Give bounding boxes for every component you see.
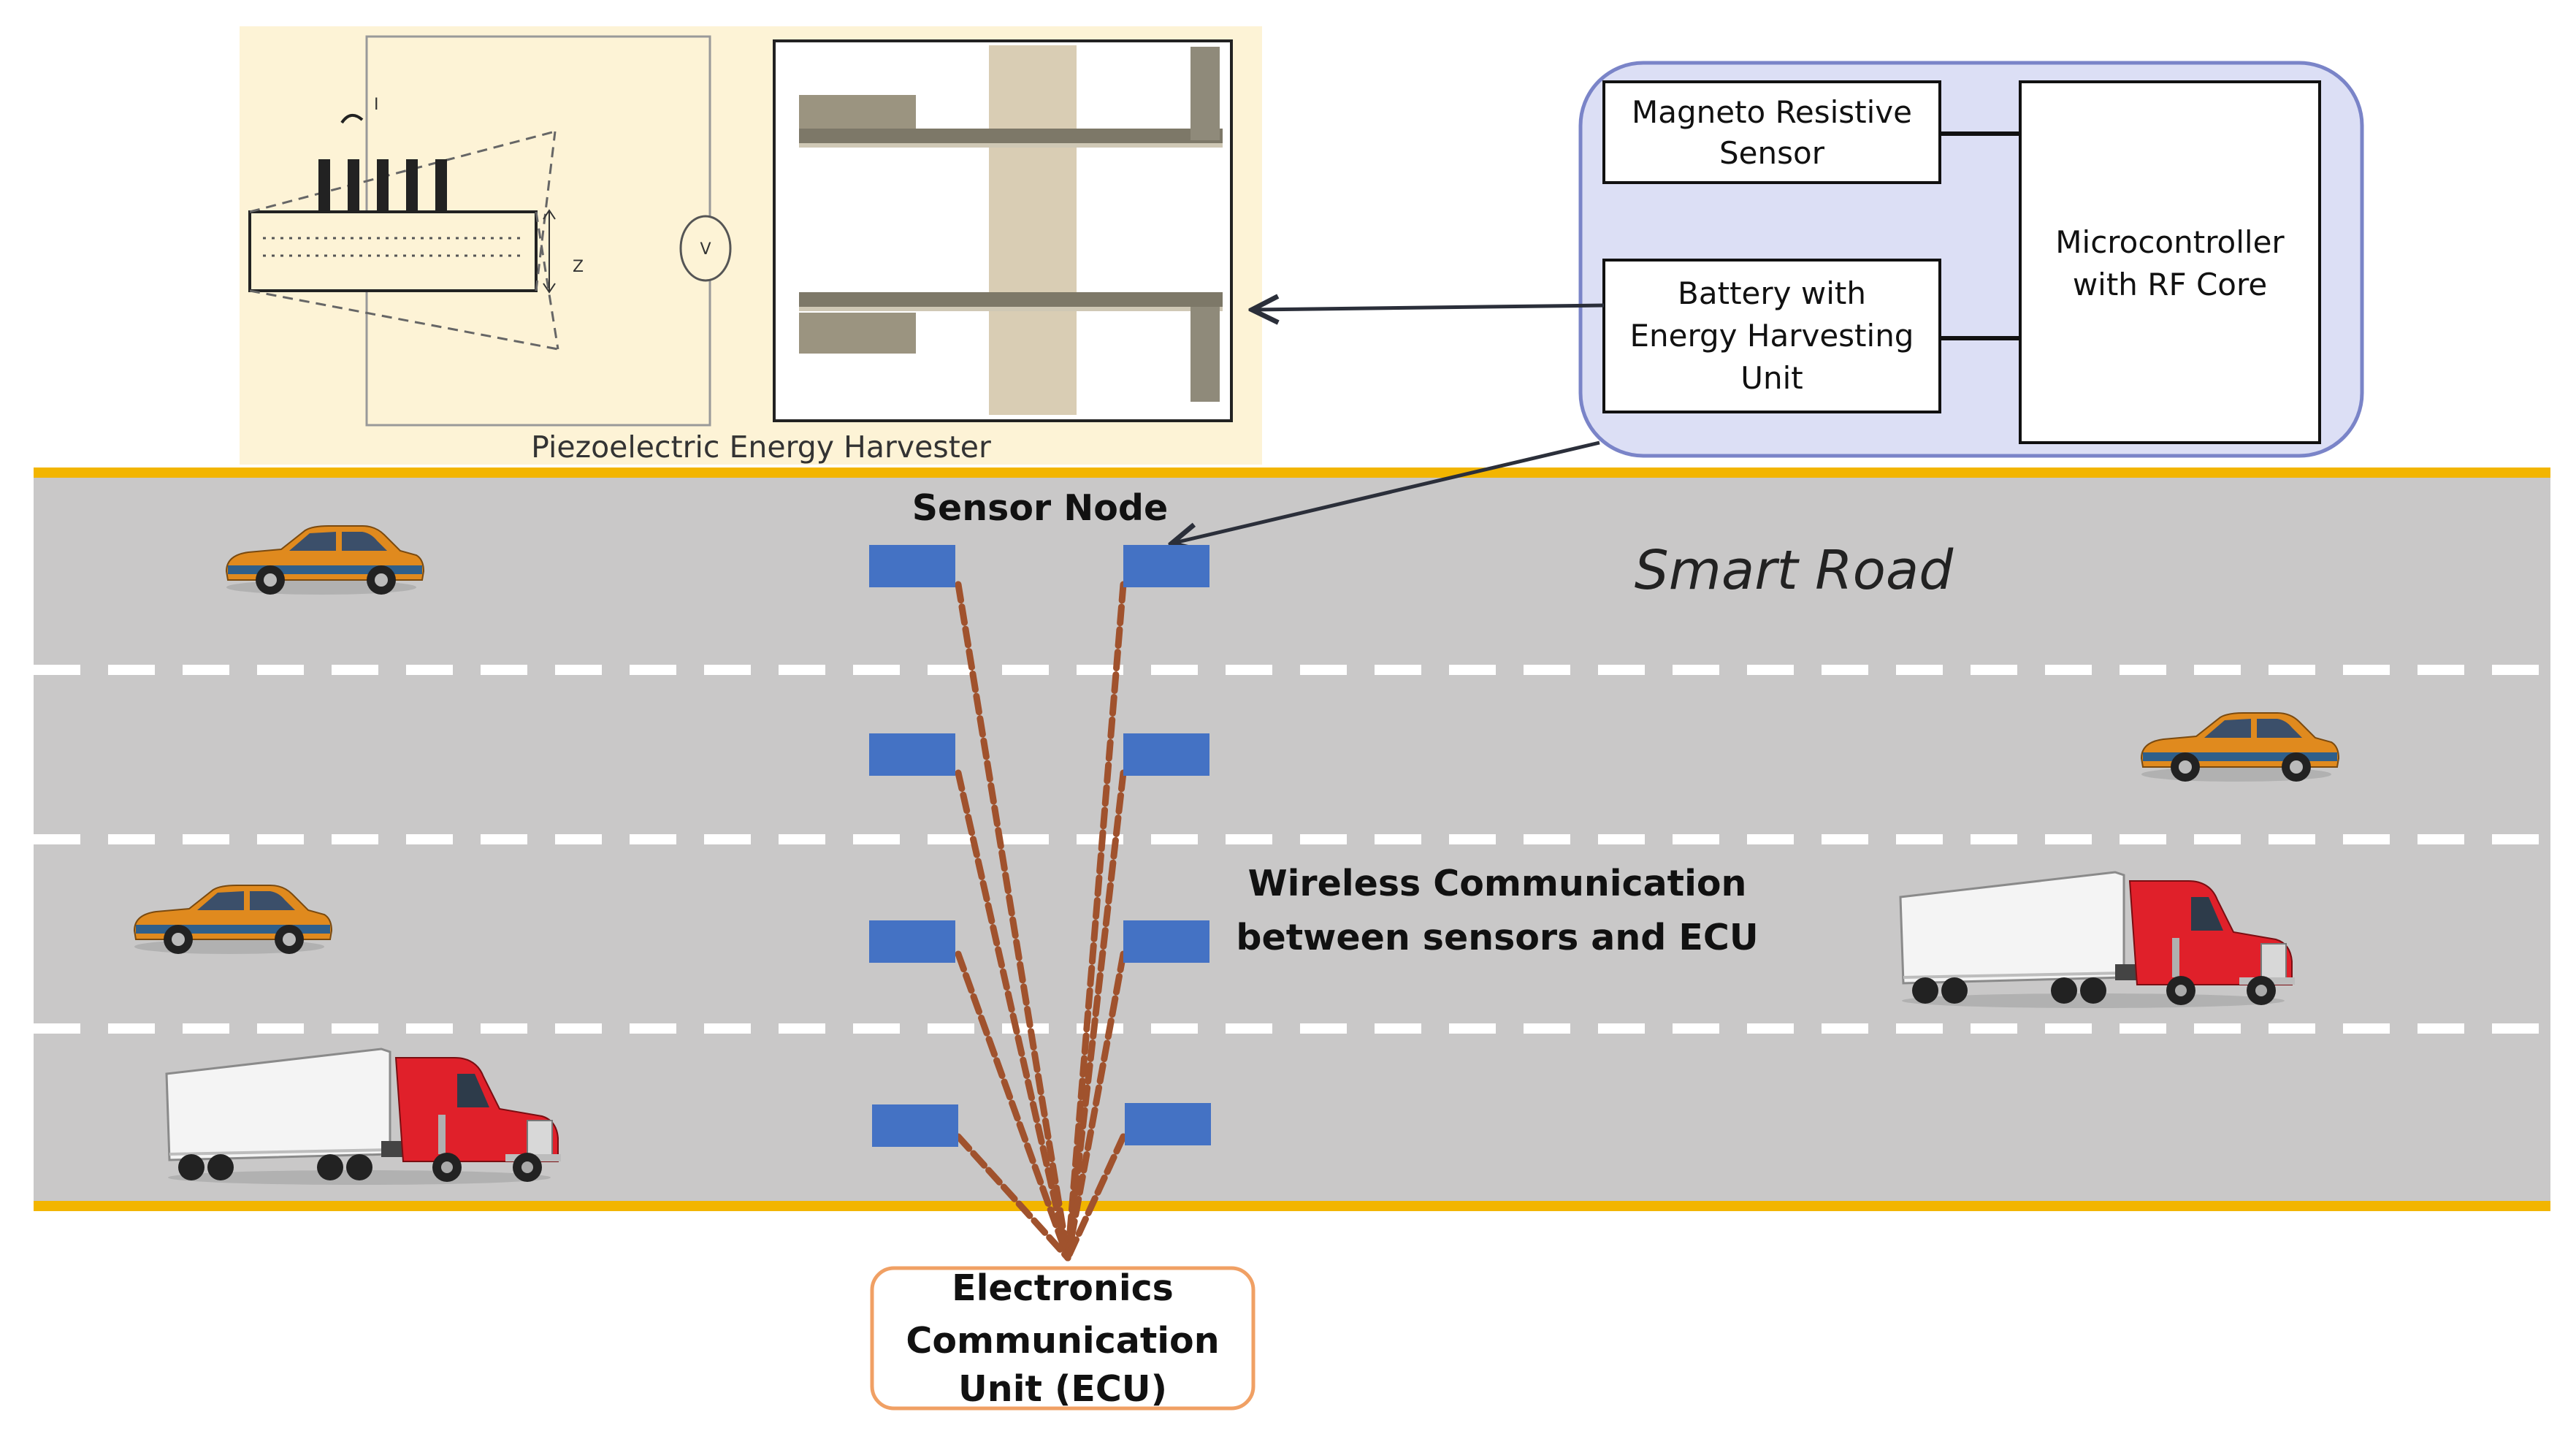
wireless-link xyxy=(955,1133,1071,1262)
harvester-caption: Piezoelectric Energy Harvester xyxy=(531,430,991,465)
wireless-link xyxy=(1064,581,1127,1262)
microcontroller-label-line2: with RF Core xyxy=(2073,267,2267,302)
wireless-link xyxy=(955,769,1071,1262)
cantilever-schematic xyxy=(248,35,711,427)
smart-road-title: Smart Road xyxy=(1635,539,1954,602)
magneto-sensor-label-line2: Sensor xyxy=(1719,135,1825,171)
piezo-harvester-panel: I Z V Piezoelectric Energy Harvester xyxy=(240,26,1262,465)
magneto-sensor-box: Magneto Resistive Sensor xyxy=(1602,80,1941,184)
sensor-node-block-diagram: Magneto Resistive Sensor Battery with En… xyxy=(1578,61,2364,458)
displacement-label: Z xyxy=(573,258,584,276)
sensor-node xyxy=(872,1104,958,1147)
battery-label-line1: Battery with xyxy=(1678,275,1866,311)
sensor-node xyxy=(1123,733,1209,776)
wireless-label-line2: between sensors and ECU xyxy=(1236,917,1758,958)
ecu-label-line3: Unit (ECU) xyxy=(958,1368,1167,1410)
sensor-node xyxy=(1125,1103,1211,1145)
force-label: I xyxy=(374,96,379,114)
microcontroller-box: Microcontroller with RF Core xyxy=(2019,80,2321,444)
wireless-link xyxy=(1064,769,1127,1262)
voltmeter-icon xyxy=(679,215,732,282)
sensor-node xyxy=(869,733,955,776)
sensor-node xyxy=(869,545,955,587)
ecu-label-line2: Communication xyxy=(906,1320,1219,1362)
wireless-link xyxy=(1064,1133,1127,1262)
road-edge-bottom xyxy=(34,1201,2550,1211)
wireless-link xyxy=(955,950,1071,1262)
harvester-arrow xyxy=(1252,305,1605,310)
ecu-label-line1: Electronics xyxy=(952,1267,1174,1309)
magneto-sensor-label-line1: Magneto Resistive xyxy=(1632,94,1912,130)
sensor-node-arrow xyxy=(1172,440,1600,543)
wireless-link xyxy=(1064,950,1127,1262)
sensor-node-label: Sensor Node xyxy=(912,487,1168,529)
road-edge-top xyxy=(34,468,2550,478)
battery-harvesting-box: Battery with Energy Harvesting Unit xyxy=(1602,259,1941,413)
voltmeter-label: V xyxy=(700,240,711,259)
sensor-nodes xyxy=(869,545,1211,1147)
wireless-label-line1: Wireless Communication xyxy=(1248,863,1747,904)
wireless-link xyxy=(955,581,1071,1262)
comb-structure xyxy=(773,39,1233,422)
ecu-box: Electronics Communication Unit (ECU) xyxy=(870,1266,1255,1411)
battery-label-line3: Unit xyxy=(1740,360,1803,396)
wireless-links xyxy=(955,581,1127,1262)
microcontroller-label-line1: Microcontroller xyxy=(2055,224,2285,260)
sensor-node xyxy=(869,920,955,963)
force-arrow-icon xyxy=(340,114,364,124)
proof-mass-fingers xyxy=(318,159,447,210)
sensor-node xyxy=(1123,920,1209,963)
battery-label-line2: Energy Harvesting xyxy=(1630,318,1914,354)
sensor-node xyxy=(1123,545,1209,587)
